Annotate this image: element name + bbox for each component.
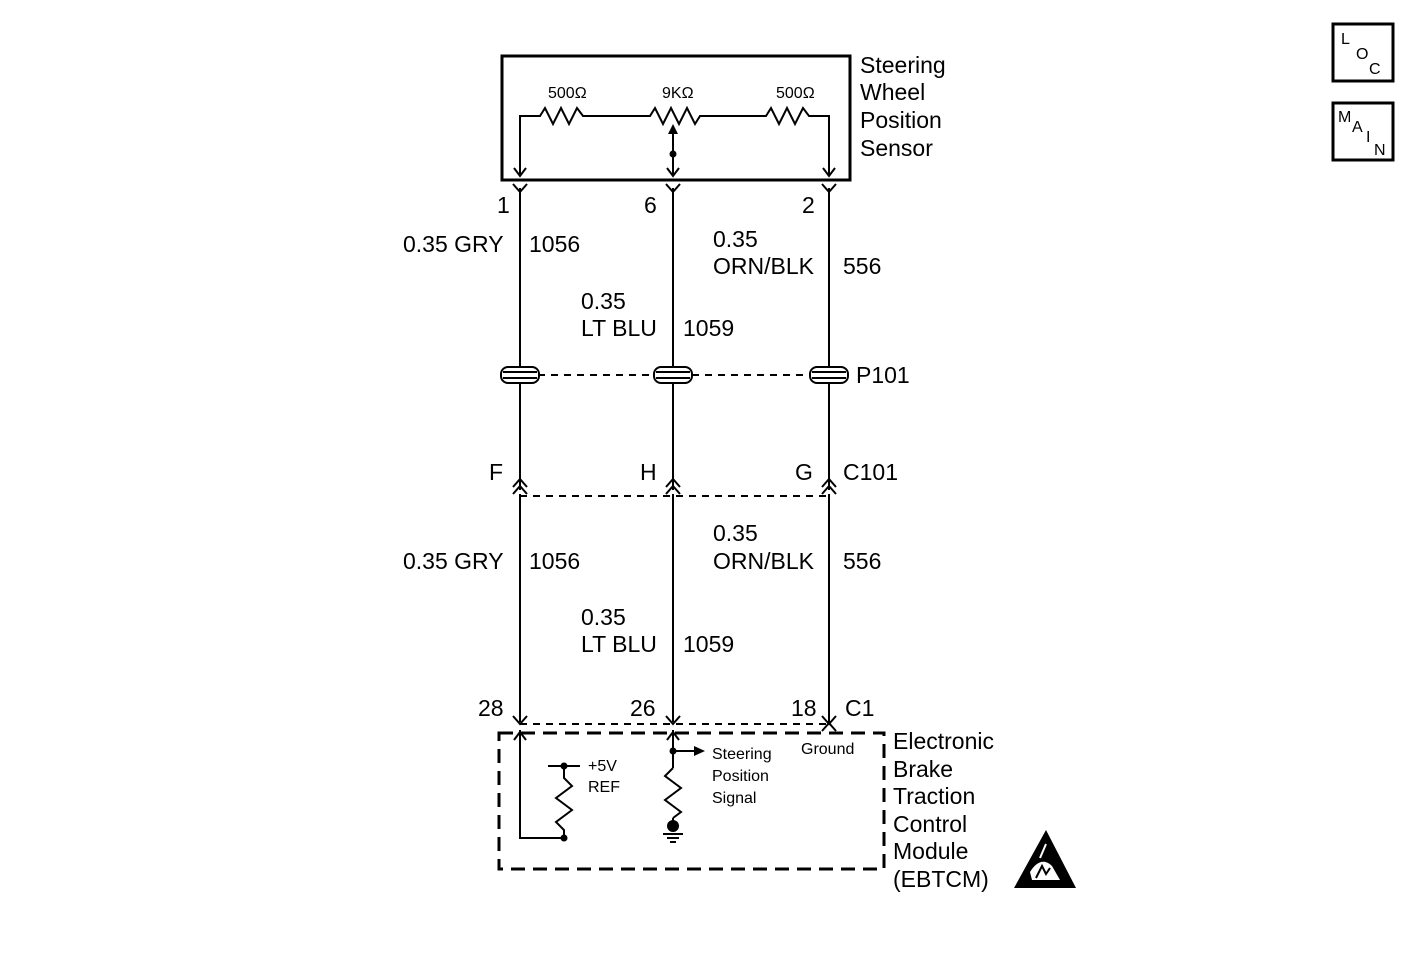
upper-ltblu-circuit: 1059 bbox=[683, 315, 734, 341]
splice-556 bbox=[809, 366, 849, 384]
main-letter-m: M bbox=[1338, 109, 1351, 126]
signal-line-3: Signal bbox=[712, 790, 756, 807]
lower-ltblu-size: 0.35 bbox=[581, 604, 626, 630]
main-button[interactable]: M A I N bbox=[1331, 101, 1395, 162]
sensor-title-line-3: Position bbox=[860, 107, 942, 133]
resistor-left-value: 500Ω bbox=[548, 85, 587, 102]
upper-ltblu-color: LT BLU bbox=[581, 315, 657, 341]
loc-letter-o: O bbox=[1356, 46, 1368, 63]
wires bbox=[512, 183, 837, 726]
module-title-line-2: Brake bbox=[893, 756, 953, 782]
module-title-line-1: Electronic bbox=[893, 728, 994, 754]
sensor-title-line-2: Wheel bbox=[860, 79, 925, 105]
loc-letter-l: L bbox=[1341, 31, 1350, 48]
c101-label: C101 bbox=[843, 459, 898, 485]
lower-gry-size-color: 0.35 GRY bbox=[403, 548, 504, 574]
lower-ltblu-color: LT BLU bbox=[581, 631, 657, 657]
upper-ltblu-size: 0.35 bbox=[581, 288, 626, 314]
lower-ornblk-size: 0.35 bbox=[713, 520, 758, 546]
main-letter-a: A bbox=[1352, 119, 1363, 136]
lower-gry-circuit: 1056 bbox=[529, 548, 580, 574]
sensor-pin-6: 6 bbox=[644, 192, 657, 218]
splice-1059 bbox=[653, 366, 693, 384]
loc-button[interactable]: L O C bbox=[1331, 22, 1395, 83]
upper-ornblk-size: 0.35 bbox=[713, 226, 758, 252]
sensor-title-line-4: Sensor bbox=[860, 135, 933, 161]
main-letter-i: I bbox=[1366, 129, 1370, 146]
module-title-line-4: Control bbox=[893, 811, 967, 837]
lower-ornblk-color: ORN/BLK bbox=[713, 548, 815, 574]
ebtcm-module: +5V REF Steering Position Signal Ground … bbox=[497, 721, 994, 892]
lower-wire-labels: 0.35 GRY 1056 0.35 ORN/BLK 556 0.35 LT B… bbox=[403, 520, 881, 657]
lower-ltblu-circuit: 1059 bbox=[683, 631, 734, 657]
c101-pin-h: H bbox=[640, 459, 657, 485]
upper-ornblk-circuit: 556 bbox=[843, 253, 881, 279]
ref-line-1: +5V bbox=[588, 758, 617, 775]
ground-label: Ground bbox=[801, 741, 854, 758]
splice-label: P101 bbox=[856, 362, 910, 388]
upper-gry-circuit: 1056 bbox=[529, 231, 580, 257]
splice-1056 bbox=[500, 366, 540, 384]
c1-label: C1 bbox=[845, 695, 874, 721]
c101-pin-f: F bbox=[489, 459, 503, 485]
module-title-line-3: Traction bbox=[893, 783, 975, 809]
main-letter-n: N bbox=[1374, 142, 1386, 159]
upper-ornblk-color: ORN/BLK bbox=[713, 253, 815, 279]
module-title-line-6: (EBTCM) bbox=[893, 866, 989, 892]
sensor-pin-1: 1 bbox=[497, 192, 510, 218]
c1-pin-18: 18 bbox=[791, 695, 817, 721]
upper-gry-size-color: 0.35 GRY bbox=[403, 231, 504, 257]
module-title-line-5: Module bbox=[893, 838, 968, 864]
sensor-title-line-1: Steering bbox=[860, 52, 946, 78]
c1-pin-26: 26 bbox=[630, 695, 656, 721]
signal-line-2: Position bbox=[712, 768, 769, 785]
lower-ornblk-circuit: 556 bbox=[843, 548, 881, 574]
loc-letter-c: C bbox=[1369, 61, 1381, 78]
resistor-center-value: 9KΩ bbox=[662, 85, 694, 102]
sensor-pin-2: 2 bbox=[802, 192, 815, 218]
c101-pin-g: G bbox=[795, 459, 813, 485]
ref-line-2: REF bbox=[588, 779, 620, 796]
upper-wire-labels: 0.35 GRY 1056 0.35 ORN/BLK 556 0.35 LT B… bbox=[403, 226, 881, 341]
resistor-right-value: 500Ω bbox=[776, 85, 815, 102]
c1-pin-28: 28 bbox=[478, 695, 504, 721]
splice-pack-p101: P101 bbox=[500, 362, 910, 388]
esd-sensitive-icon bbox=[1014, 830, 1076, 888]
signal-line-1: Steering bbox=[712, 746, 772, 763]
steering-wheel-position-sensor: 500Ω 9KΩ 500Ω Steering Wheel Position Se… bbox=[500, 52, 946, 182]
